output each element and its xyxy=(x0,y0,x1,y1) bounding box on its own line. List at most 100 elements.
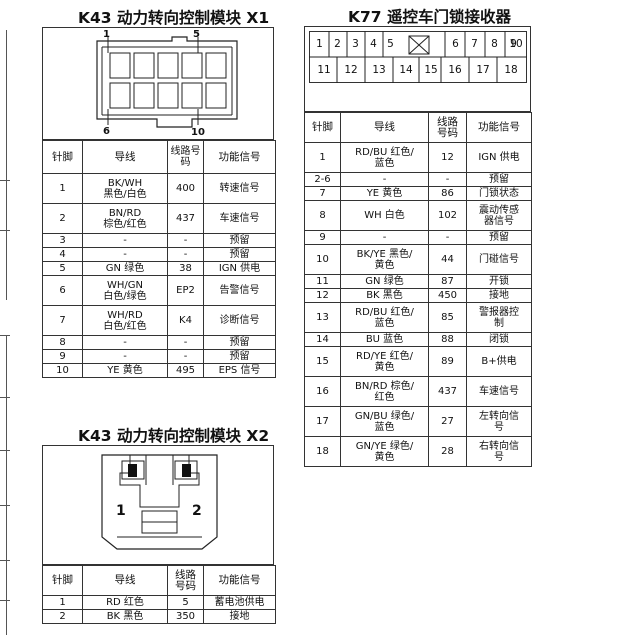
left-edge-tick xyxy=(0,505,10,506)
table-row: 12 BK 黑色 450 接地 xyxy=(304,288,532,303)
function-cell: 车速信号 xyxy=(466,376,532,407)
circuit-cell: 12 xyxy=(428,142,467,173)
wire-cell: BK 黑色 xyxy=(82,609,168,624)
x2-pin-label: 1 xyxy=(116,503,126,519)
wire-cell: RD/BU 红色/ 蓝色 xyxy=(340,142,429,173)
function-cell: 车速信号 xyxy=(203,203,276,234)
function-cell: 预留 xyxy=(466,230,532,245)
wire-cell: BK/WH 黑色/白色 xyxy=(82,173,168,204)
circuit-cell: 27 xyxy=(428,406,467,437)
pin-cell: 11 xyxy=(304,274,341,289)
function-cell: 左转向信 号 xyxy=(466,406,532,437)
function-cell: 接地 xyxy=(203,609,276,624)
table-row: 2 BN/RD 棕色/红色 437 车速信号 xyxy=(42,203,276,234)
k77-pin-label: 16 xyxy=(448,64,462,76)
k77-pin-label: 14 xyxy=(399,64,413,76)
circuit-cell: - xyxy=(428,230,467,245)
table-row: 1 RD/BU 红色/ 蓝色 12 IGN 供电 xyxy=(304,142,532,173)
k77-pin-label: 1 xyxy=(316,38,323,50)
header-circuit: 线路号码 xyxy=(428,112,467,143)
pin-cell: 1 xyxy=(304,142,341,173)
table-row: 1 BK/WH 黑色/白色 400 转速信号 xyxy=(42,173,276,204)
wire-cell: RD/BU 红色/ 蓝色 xyxy=(340,302,429,333)
pin-cell: 2 xyxy=(42,203,83,234)
wire-cell: RD 红色 xyxy=(82,595,168,610)
table-header-row: 针脚 导线 线路号码 功能信号 xyxy=(42,565,276,596)
table-row: 2-6 - - 预留 xyxy=(304,172,532,187)
table-row: 8 - - 预留 xyxy=(42,335,276,350)
k77-pin-label: 15 xyxy=(424,64,438,76)
table-row: 17 GN/BU 绿色/ 蓝色 27 左转向信 号 xyxy=(304,406,532,437)
wire-cell: - xyxy=(82,247,168,262)
function-cell: IGN 供电 xyxy=(203,261,276,276)
function-cell: 警报器控 制 xyxy=(466,302,532,333)
x1-connector-shape xyxy=(96,36,238,128)
function-cell: 转速信号 xyxy=(203,173,276,204)
table-row: 7 YE 黄色 86 门锁状态 xyxy=(304,186,532,201)
header-function: 功能信号 xyxy=(203,565,276,596)
k77-pin-label: 2 xyxy=(334,38,341,50)
circuit-cell: - xyxy=(167,335,204,350)
wire-cell: BU 蓝色 xyxy=(340,332,429,347)
table-header-row: 针脚 导线 线路号码 功能信号 xyxy=(42,140,276,174)
pin-cell: 5 xyxy=(42,261,83,276)
x2-pin-table: 针脚 导线 线路号码 功能信号 1 RD 红色 5 蓄电池供电 2 BK 黑色 … xyxy=(42,565,276,624)
wire-cell: YE 黄色 xyxy=(82,363,168,378)
k77-pin-label: 12 xyxy=(344,64,358,76)
circuit-cell: 89 xyxy=(428,346,467,377)
left-edge-tick xyxy=(0,450,10,451)
table-row: 5 GN 绿色 38 IGN 供电 xyxy=(42,261,276,276)
circuit-cell: - xyxy=(167,233,204,248)
x2-connector-shape xyxy=(101,454,218,550)
table-row: 4 - - 预留 xyxy=(42,247,276,262)
x1-pin-table: 针脚 导线 线路号码 功能信号 1 BK/WH 黑色/白色 400 转速信号 2… xyxy=(42,140,276,378)
wire-cell: WH/RD 白色/红色 xyxy=(82,305,168,336)
function-cell: 预留 xyxy=(203,233,276,248)
pin-cell: 14 xyxy=(304,332,341,347)
function-cell: 预留 xyxy=(203,335,276,350)
circuit-cell: - xyxy=(428,172,467,187)
table-row: 7 WH/RD 白色/红色 K4 诊断信号 xyxy=(42,305,276,336)
wire-cell: BK/YE 黑色/ 黄色 xyxy=(340,244,429,275)
circuit-cell: 85 xyxy=(428,302,467,333)
x1-pin-label: 6 xyxy=(103,126,110,137)
wire-cell: - xyxy=(82,349,168,364)
table-row: 14 BU 蓝色 88 闭锁 xyxy=(304,332,532,347)
function-cell: IGN 供电 xyxy=(466,142,532,173)
pin-cell: 8 xyxy=(42,335,83,350)
table-row: 6 WH/GN 白色/绿色 EP2 告警信号 xyxy=(42,275,276,306)
table-row: 9 - - 预留 xyxy=(42,349,276,364)
left-edge-tick xyxy=(0,560,10,561)
circuit-cell: 28 xyxy=(428,436,467,467)
function-cell: 震动传感 器信号 xyxy=(466,200,532,231)
pin-cell: 1 xyxy=(42,595,83,610)
k77-pin-label: 13 xyxy=(372,64,386,76)
wire-cell: GN/YE 绿色/ 黄色 xyxy=(340,436,429,467)
circuit-cell: K4 xyxy=(167,305,204,336)
function-cell: 告警信号 xyxy=(203,275,276,306)
function-cell: 门碰信号 xyxy=(466,244,532,275)
k77-connector-diagram xyxy=(304,26,531,112)
header-pin: 针脚 xyxy=(42,140,83,174)
table-row: 9 - - 预留 xyxy=(304,230,532,245)
k77-pin-label: 8 xyxy=(491,38,498,50)
pin-cell: 7 xyxy=(304,186,341,201)
table-row: 8 WH 白色 102 震动传感 器信号 xyxy=(304,200,532,231)
pin-cell: 8 xyxy=(304,200,341,231)
table-row: 10 YE 黄色 495 EPS 信号 xyxy=(42,363,276,378)
x1-title: K43 动力转向控制模块 X1 xyxy=(78,9,270,27)
pin-cell: 7 xyxy=(42,305,83,336)
circuit-cell: 87 xyxy=(428,274,467,289)
function-cell: EPS 信号 xyxy=(203,363,276,378)
wire-cell: - xyxy=(82,233,168,248)
pin-cell: 15 xyxy=(304,346,341,377)
circuit-cell: 88 xyxy=(428,332,467,347)
left-edge-tick xyxy=(0,230,10,231)
header-wire: 导线 xyxy=(340,112,429,143)
function-cell: 门锁状态 xyxy=(466,186,532,201)
wire-cell: - xyxy=(340,172,429,187)
function-cell: 右转向信 号 xyxy=(466,436,532,467)
pin-cell: 3 xyxy=(42,233,83,248)
header-wire: 导线 xyxy=(82,565,168,596)
circuit-cell: - xyxy=(167,247,204,262)
